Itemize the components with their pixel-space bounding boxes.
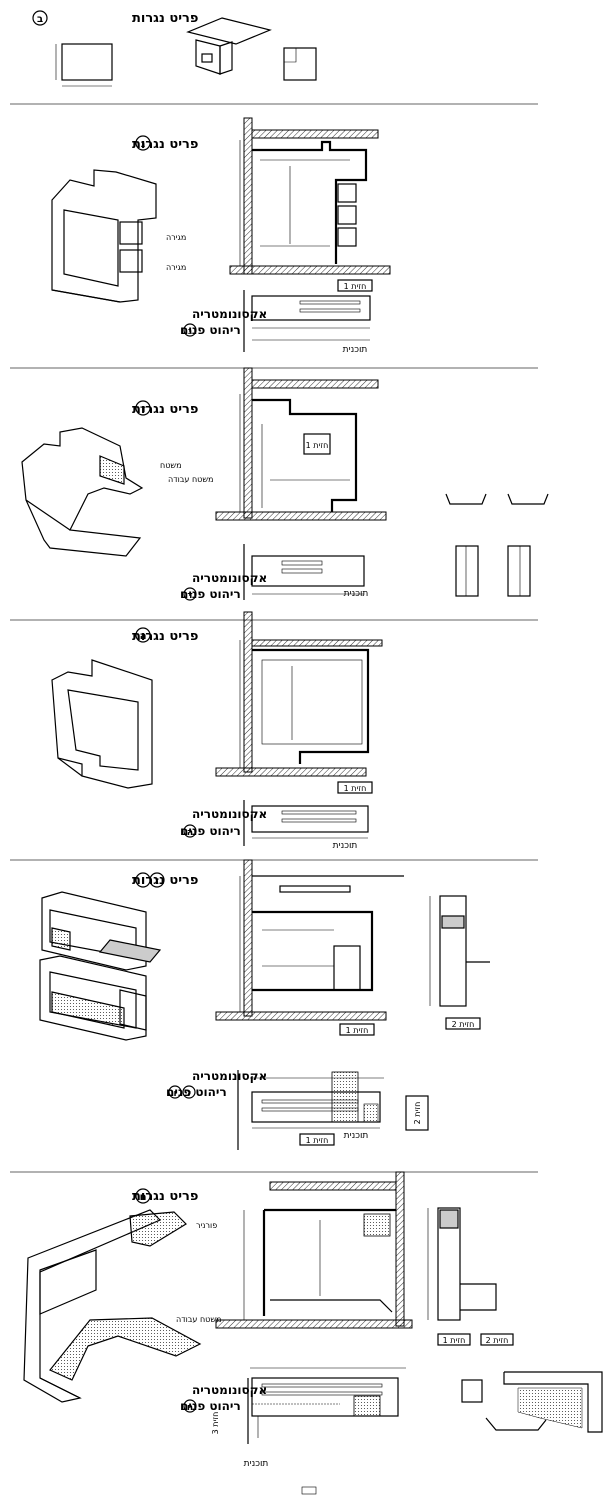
section-ch-axon-letter: ח [187,1403,193,1413]
section-ch-axonometric [23,1209,202,1403]
section-g-axon-line1: אקסונומטריה [192,307,267,321]
svg-text:מגירה: מגירה [166,263,186,272]
section-ch-plan-label: תוכנית [244,1459,269,1469]
section-b-letter: ב [37,14,43,25]
section-g-title: פריט נגרות [132,137,198,152]
section-d-axonometric [21,427,144,557]
section-vz-elevation [215,859,404,1021]
section-g-axonometric [51,169,157,303]
section-g-plan [243,290,371,352]
section-b-elevation [61,43,113,81]
section-b-badge [32,10,48,26]
section-vz-plan-label: תוכנית [344,1131,369,1141]
svg-text:פורניר: פורניר [196,1221,217,1230]
section-g-letter: ג [141,139,146,150]
svg-text:משטח עבודה: משטח עבודה [168,475,213,484]
section-d-title: פריט נגרות [132,402,198,417]
section-ch-detail [461,1371,603,1433]
section-vz-view-box1: חזית 1 [346,1026,369,1035]
section-ch-side-elevation [427,1207,497,1321]
section-ch-plan [247,1367,406,1444]
section-d-view-box: חזית 1 [306,441,329,450]
section-h-axon-letter: ה [187,828,193,838]
section-d-axon-letter: ד [187,591,192,601]
section-vz-axonometric [39,891,162,1041]
section-vz-view-box2: חזית 2 [452,1020,475,1029]
section-g: פריט נגרות ג מגירה מגירה אקסונומטריה ריה… [51,117,391,355]
section-h-view-box: חזית 1 [344,784,367,793]
section-h-plan [243,800,369,846]
section-ch-letter: ח [140,1192,147,1203]
section-vz-plan-view2: חזית 2 [413,1102,422,1125]
section-h-axon-line1: אקסונומטריה [192,807,267,821]
section-h: פריט נגרות ה אקסונומטריה ריהוט פנים ה חז… [51,611,383,851]
section-d-letter: ד [140,404,146,415]
section-b-title: פריט נגרות [132,11,198,26]
section-h-plan-label: תוכנית [333,841,358,851]
svg-text:משטח: משטח [160,461,182,470]
section-vz-axon-letter: ו [173,1089,176,1099]
section-d: פריט נגרות ד משטח משטח עבודה אקסונומטריה… [21,367,549,601]
section-vz-plan [237,1070,429,1150]
section-vz-letter: ו [141,876,144,887]
section-vz: פריט נגרות ו ז אקסונומטריה ריהוט פנים ו … [39,859,490,1150]
section-ch: פריט נגרות ח פורניר משטח עבודה אקסונומטר… [23,1171,603,1469]
section-h-title: פריט נגרות [132,629,198,644]
section-vz-axon-line2: ריהוט פנים [166,1085,227,1099]
section-vz-axon-letter2: ז [187,1089,191,1099]
section-vz-side-elevation [429,895,490,1007]
section-g-plan-label: תוכנית [343,345,368,355]
section-vz-axon-line1: אקסונומטריה [192,1069,267,1083]
section-h-elevation [215,611,383,777]
section-g-axon-letter: ג [188,327,192,337]
section-ch-elevation [215,1171,413,1329]
section-ch-view-box2: חזית 2 [486,1336,509,1345]
section-b-axonometric [186,17,272,75]
section-ch-detail-label: חזית 3 [211,1412,220,1435]
section-g-view-box: חזית 1 [344,282,367,291]
section-h-letter: ה [140,631,147,642]
section-g-elevation [229,117,391,275]
section-b: פריט נגרות ב [32,10,317,87]
section-vz-letter2: ז [155,876,159,887]
section-d-details [445,493,549,597]
section-d-plan-label: תוכנית [344,589,369,599]
section-b-plan [283,47,317,81]
svg-text:משטח עבודה: משטח עבודה [176,1315,221,1324]
section-vz-plan-view1: חזית 1 [306,1136,329,1145]
section-d-plan [243,544,365,600]
section-d-elevation [215,367,387,521]
svg-text:מגירה: מגירה [166,233,186,242]
section-ch-axon-line1: אקסונומטריה [192,1383,267,1397]
section-ch-view-box1: חזית 1 [443,1336,466,1345]
section-d-axon-line1: אקסונומטריה [192,571,267,585]
section-h-axonometric [51,659,153,789]
